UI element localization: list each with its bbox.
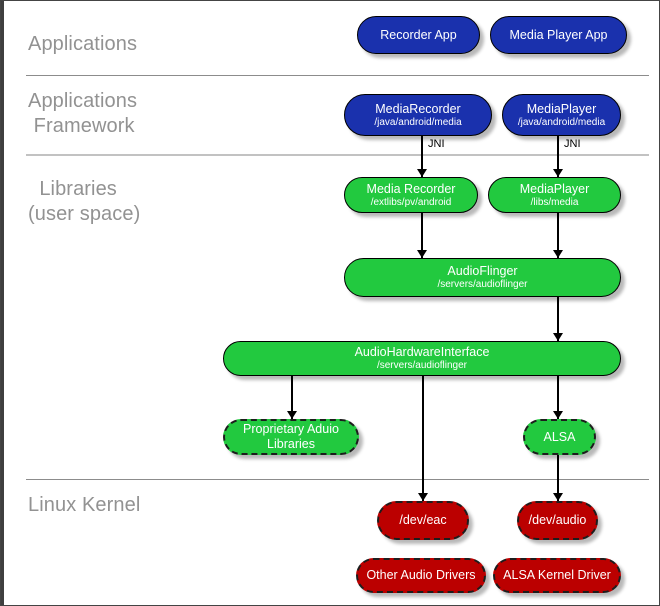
node-alsa-title: ALSA	[543, 429, 576, 444]
layer-label-applications: Applications	[28, 33, 138, 55]
divider-applications-framework	[26, 154, 649, 156]
connector-ahi-to-proprietary-libraries	[291, 376, 293, 419]
node-audiohardwareinterface-path: /servers/audioflinger	[376, 360, 468, 371]
node-proprietary-audio-libraries-title-line2: Libraries	[267, 437, 315, 451]
node-media-recorder-lib-title: Media Recorder	[366, 181, 456, 196]
node-dev-audio[interactable]: /dev/audio	[517, 501, 598, 540]
node-media-recorder-lib[interactable]: Media Recorder /extlibs/pv/android	[344, 177, 478, 213]
connector-audioflinger-to-audiohardwareinterface	[557, 297, 559, 341]
node-mediarecorder-framework-title: MediaRecorder	[375, 101, 461, 116]
connector-mediarecorder-jni	[421, 136, 423, 177]
layer-label-applications-framework: Applications Framework	[28, 90, 138, 137]
divider-applications	[26, 75, 649, 76]
node-audioflinger-title: AudioFlinger	[447, 264, 518, 278]
arrowhead-ahi-to-alsa	[553, 411, 563, 419]
arrowhead-mediarecorder-jni	[417, 169, 427, 177]
node-mediaplayer-lib[interactable]: MediaPlayer /libs/media	[488, 177, 621, 213]
node-recorder-app[interactable]: Recorder App	[357, 16, 480, 54]
arrowhead-mediaplayer-jni	[553, 169, 563, 177]
node-mediaplayer-framework-path: /java/android/media	[517, 116, 606, 128]
node-proprietary-audio-libraries[interactable]: Proprietary Aduio Libraries	[223, 419, 359, 455]
arrowhead-mediarecorder-to-audioflinger	[417, 250, 427, 258]
connector-label-jni-right: JNI	[564, 138, 581, 150]
left-edge-bar	[1, 1, 4, 605]
node-proprietary-audio-libraries-title: Proprietary Aduio	[243, 422, 339, 436]
node-media-recorder-lib-path: /extlibs/pv/android	[370, 196, 452, 208]
node-mediarecorder-framework-path: /java/android/media	[374, 116, 462, 128]
node-dev-audio-title: /dev/audio	[528, 513, 587, 527]
node-mediaplayer-lib-title: MediaPlayer	[519, 181, 590, 196]
node-other-audio-drivers[interactable]: Other Audio Drivers	[356, 558, 486, 593]
node-alsa[interactable]: ALSA	[523, 419, 596, 455]
node-audioflinger[interactable]: AudioFlinger /servers/audioflinger	[344, 258, 621, 297]
arrowhead-alsa-to-dev-audio	[553, 493, 563, 501]
connector-ahi-to-dev-eac	[422, 376, 424, 501]
node-mediaplayer-framework-title: MediaPlayer	[526, 101, 597, 116]
node-audioflinger-path: /servers/audioflinger	[437, 279, 528, 290]
divider-linux-kernel	[26, 479, 649, 480]
connector-mediarecorder-to-audioflinger	[421, 213, 423, 258]
node-alsa-kernel-driver-title: ALSA Kernel Driver	[503, 568, 611, 582]
node-media-player-app[interactable]: Media Player App	[490, 16, 627, 54]
arrowhead-audioflinger-to-audiohardwareinterface	[553, 333, 563, 341]
node-mediarecorder-framework[interactable]: MediaRecorder /java/android/media	[344, 94, 492, 136]
node-mediaplayer-lib-path: /libs/media	[530, 196, 579, 208]
connector-mediaplayer-jni	[557, 136, 559, 177]
node-recorder-app-title: Recorder App	[380, 27, 457, 42]
node-other-audio-drivers-title: Other Audio Drivers	[366, 568, 476, 582]
node-audiohardwareinterface-title: AudioHardwareInterface	[354, 345, 490, 359]
node-dev-eac[interactable]: /dev/eac	[377, 501, 469, 540]
connector-ahi-to-alsa	[557, 376, 559, 419]
connector-alsa-to-dev-audio	[557, 455, 559, 501]
node-alsa-kernel-driver[interactable]: ALSA Kernel Driver	[493, 558, 621, 593]
layer-label-libraries: Libraries (user space)	[28, 178, 141, 225]
node-mediaplayer-framework[interactable]: MediaPlayer /java/android/media	[502, 94, 621, 136]
node-audiohardwareinterface[interactable]: AudioHardwareInterface /servers/audiofli…	[223, 341, 621, 376]
arrowhead-ahi-to-dev-eac	[418, 493, 428, 501]
arrowhead-ahi-to-proprietary-libraries	[287, 411, 297, 419]
node-dev-eac-title: /dev/eac	[399, 513, 447, 527]
connector-mediaplayer-to-audioflinger	[557, 213, 559, 258]
connector-label-jni-left: JNI	[428, 138, 445, 150]
arrowhead-mediaplayer-to-audioflinger	[553, 250, 563, 258]
node-media-player-app-title: Media Player App	[509, 27, 608, 42]
layer-label-linux-kernel: Linux Kernel	[28, 494, 141, 516]
